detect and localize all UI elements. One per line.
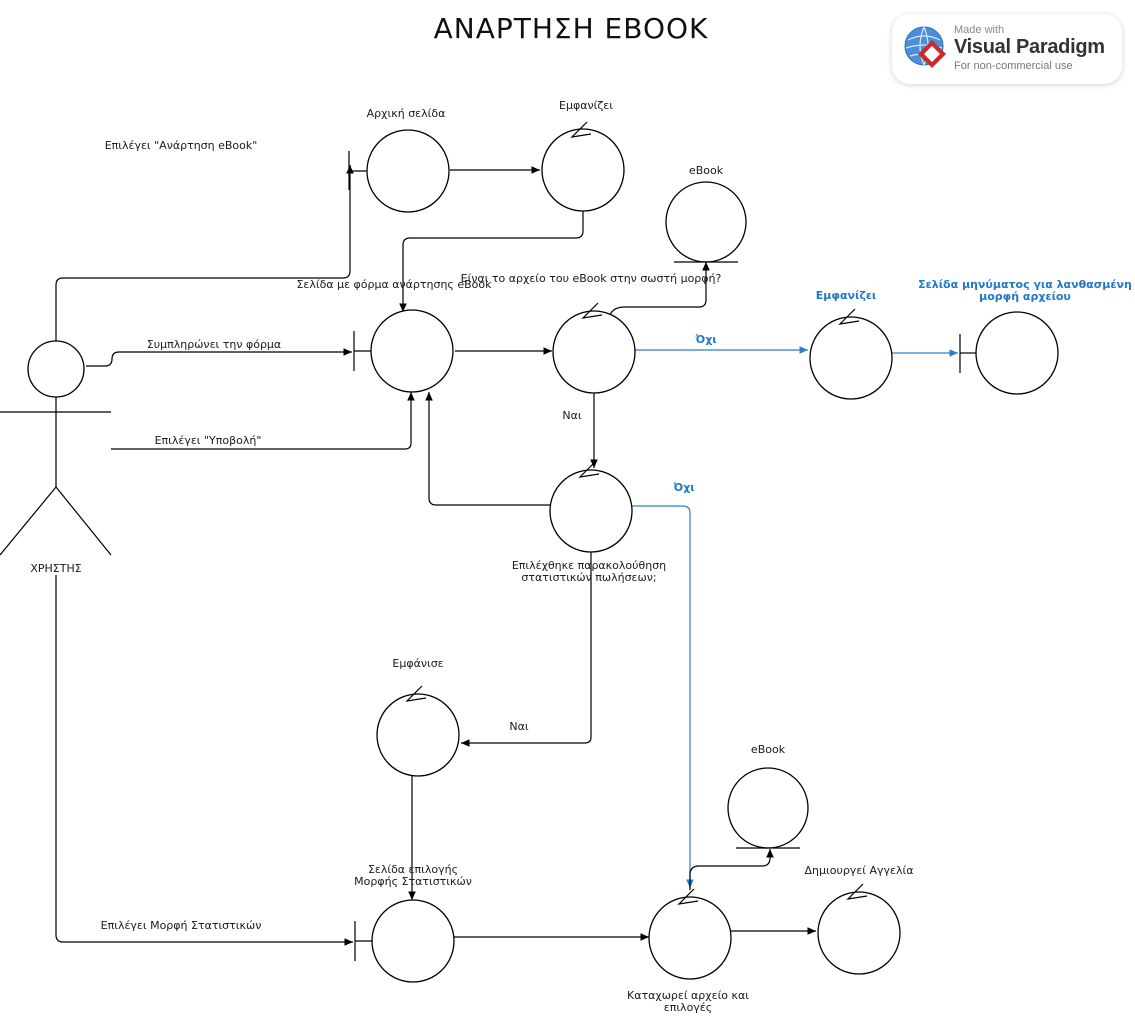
boundary-error-page (959, 311, 1059, 395)
edge-label-yes-1: Ναι (562, 409, 581, 422)
boundary-stats-page (354, 899, 455, 983)
control-stats-choice (549, 461, 633, 553)
edge-stats-no (632, 505, 694, 888)
diagram-title: ΑΝΑΡΤΗΣΗ EBOOK (434, 12, 709, 45)
control-check-format (552, 302, 636, 394)
entity-ebook-1 (665, 181, 747, 263)
edge-select-stats (55, 575, 353, 946)
edge-label-select-stats: Επιλέγει Μορφή Στατιστικών (101, 919, 262, 932)
display-1-label: Εμφανίζει (559, 99, 613, 112)
control-display-2 (809, 308, 893, 400)
visual-paradigm-logo-icon (904, 26, 946, 68)
edge-check-to-ebook1 (607, 262, 710, 321)
home-page-label: Αρχική σελίδα (367, 107, 446, 120)
ebook-2-label: eBook (751, 743, 786, 756)
display-2-label: Εμφανίζει (816, 289, 876, 302)
edge-fill-form (86, 348, 352, 367)
edge-register-to-ebook2 (689, 849, 774, 890)
actor-label: ΧΡΗΣΤΗΣ (30, 562, 81, 575)
edge-label-no-2: Όχι (672, 481, 694, 494)
control-display-1 (541, 121, 625, 212)
control-create-ad (817, 883, 901, 975)
edge-label-no-1: Όχι (694, 333, 716, 346)
edge-stats-yes (461, 545, 592, 747)
check-format-label: Είναι το αρχείο του eBook στην σωστή μορ… (461, 272, 722, 285)
badge-made-with: Made with (954, 24, 1005, 36)
edge-submit (111, 392, 415, 450)
entity-ebook-2 (727, 767, 809, 849)
control-register (648, 888, 732, 980)
form-page-label: Σελίδα με φόρμα ανάρτησης eBook (296, 278, 492, 291)
edge-display1-to-form (399, 210, 584, 312)
control-display-3 (376, 685, 460, 777)
edge-label-yes-2: Ναι (509, 720, 528, 733)
display-3-label: Εμφάνισε (392, 657, 443, 670)
actor-user (0, 340, 112, 556)
boundary-home-page (348, 129, 450, 213)
create-ad-label: Δημιουργεί Αγγελία (805, 864, 914, 877)
badge-brand: Visual Paradigm (954, 36, 1105, 58)
ebook-1-label: eBook (689, 164, 724, 177)
edge-label-submit: Επιλέγει "Υποβολή" (155, 434, 262, 447)
visual-paradigm-badge: Made with Visual Paradigm For non-commer… (892, 14, 1122, 84)
boundary-form-page (353, 309, 454, 393)
edge-label-select-post: Επιλέγει "Ανάρτηση eBook" (105, 139, 258, 152)
edge-actor-to-home (55, 165, 354, 343)
badge-note: For non-commercial use (954, 60, 1073, 72)
edge-stats-back-to-form (425, 392, 551, 506)
edge-label-fill-form: Συμπληρώνει την φόρμα (147, 338, 281, 351)
